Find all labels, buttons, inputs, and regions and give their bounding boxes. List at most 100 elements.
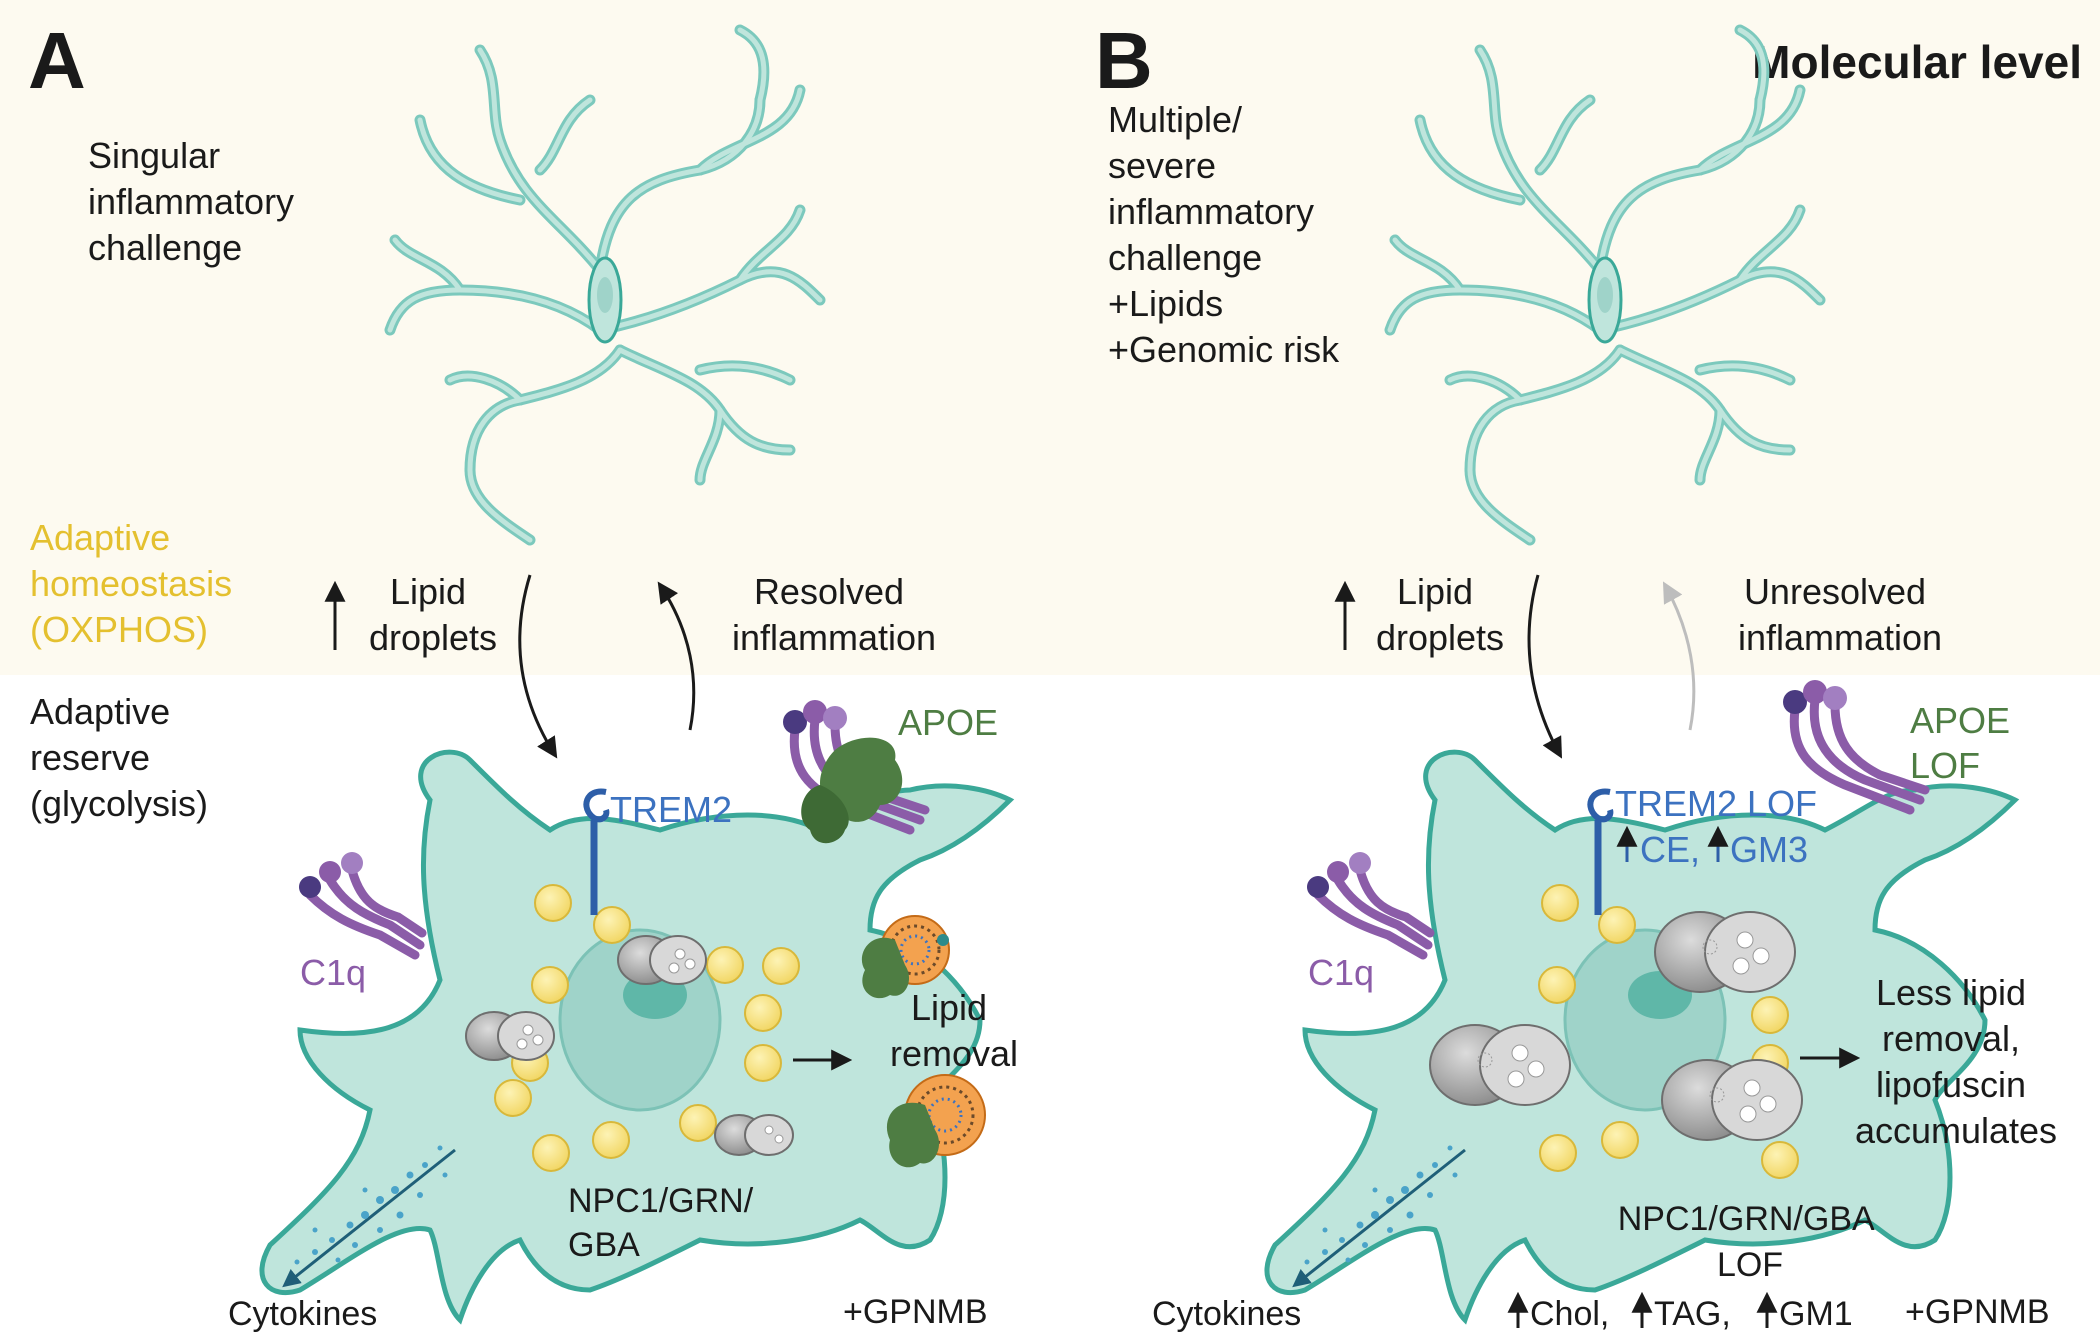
c1q-icon (299, 852, 427, 960)
homeostasis-line: (OXPHOS) (30, 609, 208, 650)
npc-line: LOF (1717, 1246, 1783, 1284)
npc-label-b: NPC1/GRN/GBA LOF (1618, 1200, 1883, 1284)
lipid-droplet (744, 994, 782, 1032)
lipid-removal-line: removal (890, 1033, 1018, 1074)
ramified-microglia (384, 24, 826, 546)
panel-a: A (28, 16, 1018, 1333)
trem2-gm3: GM3 (1730, 829, 1808, 870)
apoe-line: APOE (898, 702, 998, 743)
reserve-line: Adaptive (30, 691, 170, 732)
lipid-droplet (494, 1079, 532, 1117)
lipid-droplets-line: Lipid (1397, 571, 1473, 612)
lipid-droplet (531, 966, 569, 1004)
cytokines-label: Cytokines (1152, 1295, 1301, 1333)
lipid-droplet (762, 947, 800, 985)
lipid-droplets-line: droplets (1376, 617, 1504, 658)
lipid-droplet (532, 1134, 570, 1172)
challenge-line: +Lipids (1108, 283, 1223, 324)
trem2-receptor-icon (1587, 788, 1614, 915)
npc-line: GBA (568, 1226, 640, 1264)
apoe-line: APOE (1910, 700, 2010, 741)
lysosome (465, 1011, 555, 1061)
lipid-droplet (1751, 996, 1789, 1034)
lipoprotein-particle-icon (886, 1074, 986, 1168)
molecular-level-title: Molecular level (1752, 36, 2082, 88)
challenge-line: Multiple/ (1108, 99, 1242, 140)
apoe-icon (783, 700, 930, 844)
lipid-droplet (1541, 884, 1579, 922)
inflammation-label: Unresolved inflammation (1738, 571, 1942, 658)
challenge-line: inflammatory (1108, 191, 1314, 232)
cytokines-label: Cytokines (228, 1295, 377, 1333)
lipid-droplet (1538, 966, 1576, 1004)
lipid-droplet (679, 1104, 717, 1142)
lipid-droplets-label: Lipid droplets (369, 571, 497, 658)
challenge-line: inflammatory (88, 181, 294, 222)
ramified-microglia (1384, 24, 1826, 546)
lipid-droplet (706, 946, 744, 984)
lipid-removal-label: Lipid removal (890, 987, 1018, 1074)
panel-a-letter: A (28, 16, 86, 105)
challenge-line: severe (1108, 145, 1216, 186)
c1q-icon (1307, 852, 1435, 960)
gpnmb-label: +GPNMB (1905, 1293, 2050, 1331)
inflammation-line: Unresolved (1744, 571, 1926, 612)
panel-b: B Molecular level (1095, 16, 2082, 1333)
npc-line: NPC1/GRN/GBA (1618, 1200, 1875, 1238)
challenge-text-b: Multiple/ severe inflammatory challenge … (1108, 99, 1340, 370)
lysosome (617, 935, 707, 985)
lipid-removal-line: Lipid (911, 987, 987, 1028)
trem2-lof-label: TREM2 LOF (1615, 783, 1817, 824)
lipoprotein-particle-icon (861, 915, 950, 999)
lipid-droplet (1601, 1121, 1639, 1159)
removal-line: accumulates (1855, 1110, 2057, 1151)
panel-b-letter: B (1095, 16, 1153, 105)
lysosomes (465, 935, 794, 1156)
apoe-line: LOF (1910, 745, 1980, 786)
lysosome (714, 1114, 794, 1156)
less-removal-label: Less lipid removal, lipofuscin accumulat… (1855, 972, 2057, 1151)
lipid-droplets (494, 884, 800, 1172)
c1q-label: C1q (300, 952, 366, 993)
lipid-droplet (744, 1044, 782, 1082)
lipid-droplets-line: droplets (369, 617, 497, 658)
cytokine-dots (282, 1145, 456, 1288)
faded-curved-arrow-up-icon (1662, 581, 1696, 731)
challenge-line: challenge (88, 227, 242, 268)
adaptive-homeostasis-label: Adaptive homeostasis (OXPHOS) (30, 517, 242, 650)
homeostasis-line: Adaptive (30, 517, 170, 558)
adaptive-reserve-label: Adaptive reserve (glycolysis) (30, 691, 208, 824)
gm1-label: GM1 (1779, 1295, 1853, 1333)
chol-label: Chol, (1530, 1295, 1609, 1333)
curved-arrow-up-icon (657, 581, 696, 731)
removal-line: Less lipid (1876, 972, 2026, 1013)
inflammation-line: inflammation (732, 617, 936, 658)
background-band (0, 0, 2100, 675)
lipid-droplet (1539, 1134, 1577, 1172)
gpnmb-label: +GPNMB (843, 1293, 988, 1331)
c1q-label: C1q (1308, 952, 1374, 993)
lysosome (1661, 1059, 1803, 1141)
lipid-droplets-label: Lipid droplets (1376, 571, 1504, 658)
apoe-lof-label: APOE LOF (1910, 700, 2020, 786)
lipid-droplets-line: Lipid (390, 571, 466, 612)
lipofuscin-lysosomes (1429, 911, 1803, 1141)
lipid-droplet (1598, 906, 1636, 944)
curved-arrow-down-icon (1527, 574, 1563, 759)
trem2-receptor-icon (583, 788, 610, 915)
removal-line: lipofuscin (1876, 1064, 2026, 1105)
challenge-line: challenge (1108, 237, 1262, 278)
challenge-line: +Genomic risk (1108, 329, 1340, 370)
cytokine-dots (1292, 1145, 1466, 1288)
trem2-label: TREM2 (610, 789, 732, 830)
lipid-droplet (593, 906, 631, 944)
lysosome (1654, 911, 1796, 993)
inflammation-line: inflammation (1738, 617, 1942, 658)
lipid-droplet (1761, 1141, 1799, 1179)
challenge-line: Singular (88, 135, 220, 176)
tag-label: TAG, (1654, 1295, 1731, 1333)
removal-line: removal, (1882, 1018, 2020, 1059)
npc-label-a: NPC1/GRN/ GBA (568, 1182, 763, 1264)
lipid-droplet (534, 884, 572, 922)
